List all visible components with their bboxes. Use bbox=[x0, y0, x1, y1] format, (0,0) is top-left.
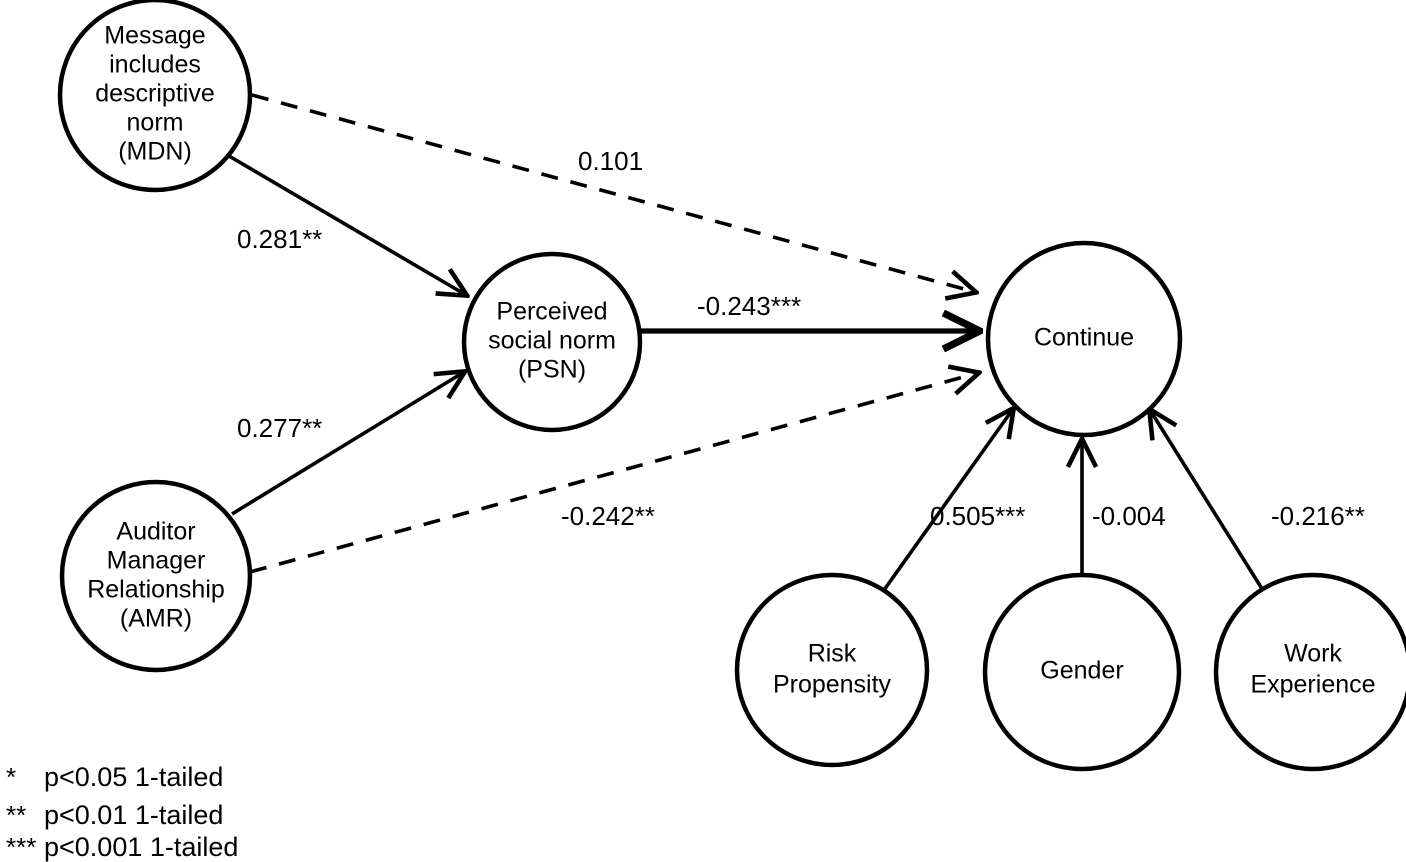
node-continue[interactable]: Continue bbox=[985, 240, 1183, 438]
node-gender-label: Gender bbox=[1040, 657, 1123, 685]
edge-label-amr-psn: 0.277** bbox=[237, 413, 322, 443]
node-risk-propensity-label-line1: Risk bbox=[808, 640, 857, 668]
node-mdn-label-line4: norm bbox=[127, 109, 184, 137]
node-mdn[interactable]: Message includes descriptive norm (MDN) bbox=[57, 0, 253, 193]
node-mdn-circle[interactable] bbox=[57, 0, 253, 193]
edges-layer bbox=[228, 93, 1266, 593]
edge-mdn-psn bbox=[228, 154, 466, 295]
node-continue-circle[interactable] bbox=[985, 240, 1183, 438]
node-mdn-label-line3: descriptive bbox=[95, 80, 215, 108]
node-psn-label-line3: (PSN) bbox=[518, 356, 586, 384]
edge-label-amr-continue: -0.242** bbox=[561, 501, 655, 531]
node-continue-label: Continue bbox=[1034, 324, 1134, 352]
node-amr-label-line3: Relationship bbox=[87, 576, 225, 604]
node-work-experience-label-line1: Work bbox=[1284, 640, 1342, 668]
edge-label-risk-continue: 0.505*** bbox=[930, 501, 1025, 531]
edge-line-amr-psn bbox=[231, 372, 464, 516]
edge-line-amr-continue bbox=[249, 373, 978, 574]
edge-line-mdn-psn bbox=[228, 154, 466, 295]
node-mdn-label-line2: includes bbox=[109, 51, 201, 79]
edge-mdn-continue bbox=[251, 93, 975, 292]
edge-label-mdn-continue: 0.101 bbox=[578, 146, 643, 176]
edge-risk-continue bbox=[882, 409, 1013, 592]
node-work-experience-label-line2: Experience bbox=[1250, 671, 1375, 699]
node-work-experience-circle[interactable] bbox=[1213, 572, 1406, 772]
node-amr[interactable]: Auditor Manager Relationship (AMR) bbox=[59, 479, 253, 673]
node-gender-circle[interactable] bbox=[982, 572, 1182, 772]
edge-label-work-continue: -0.216** bbox=[1271, 501, 1365, 531]
node-amr-label-line1: Auditor bbox=[116, 518, 195, 546]
legend-text-1: p<0.05 1-tailed bbox=[44, 762, 223, 792]
node-psn[interactable]: Perceived social norm (PSN) bbox=[461, 251, 643, 433]
node-risk-propensity-circle[interactable] bbox=[734, 572, 930, 768]
edge-label-gender-continue: -0.004 bbox=[1092, 501, 1166, 531]
legend-symbol-2: ** bbox=[6, 800, 26, 830]
node-amr-circle[interactable] bbox=[59, 479, 253, 673]
edge-line-risk-continue bbox=[882, 409, 1013, 592]
node-amr-label-line2: Manager bbox=[107, 547, 206, 575]
node-work-experience[interactable]: Work Experience bbox=[1213, 572, 1406, 772]
edge-label-psn-continue: -0.243*** bbox=[697, 291, 801, 321]
significance-legend: * p<0.05 1-tailed ** p<0.01 1-tailed ***… bbox=[6, 762, 238, 862]
edge-label-mdn-psn: 0.281** bbox=[237, 224, 322, 254]
legend-text-3: p<0.001 1-tailed bbox=[44, 832, 238, 862]
edge-labels-layer: 0.101 0.281** -0.243*** 0.277** -0.242**… bbox=[237, 146, 1365, 531]
edge-amr-continue bbox=[249, 373, 978, 574]
edge-work-continue bbox=[1150, 410, 1266, 593]
legend-text-2: p<0.01 1-tailed bbox=[44, 800, 223, 830]
node-mdn-label-line1: Message bbox=[104, 22, 205, 50]
node-mdn-label-line5: (MDN) bbox=[118, 138, 192, 166]
node-amr-label-line4: (AMR) bbox=[120, 605, 192, 633]
legend-symbol-3: *** bbox=[6, 832, 36, 862]
node-psn-label-line1: Perceived bbox=[496, 298, 607, 326]
edge-line-work-continue bbox=[1150, 410, 1266, 593]
nodes-layer: Message includes descriptive norm (MDN) … bbox=[57, 0, 1406, 772]
node-gender[interactable]: Gender bbox=[982, 572, 1182, 772]
edge-line-mdn-continue bbox=[251, 93, 975, 292]
node-psn-label-line2: social norm bbox=[488, 327, 616, 355]
edge-amr-psn bbox=[231, 372, 464, 516]
node-risk-propensity[interactable]: Risk Propensity bbox=[734, 572, 930, 768]
legend-symbol-1: * bbox=[6, 762, 16, 792]
node-psn-circle[interactable] bbox=[461, 251, 643, 433]
node-risk-propensity-label-line2: Propensity bbox=[773, 671, 892, 699]
